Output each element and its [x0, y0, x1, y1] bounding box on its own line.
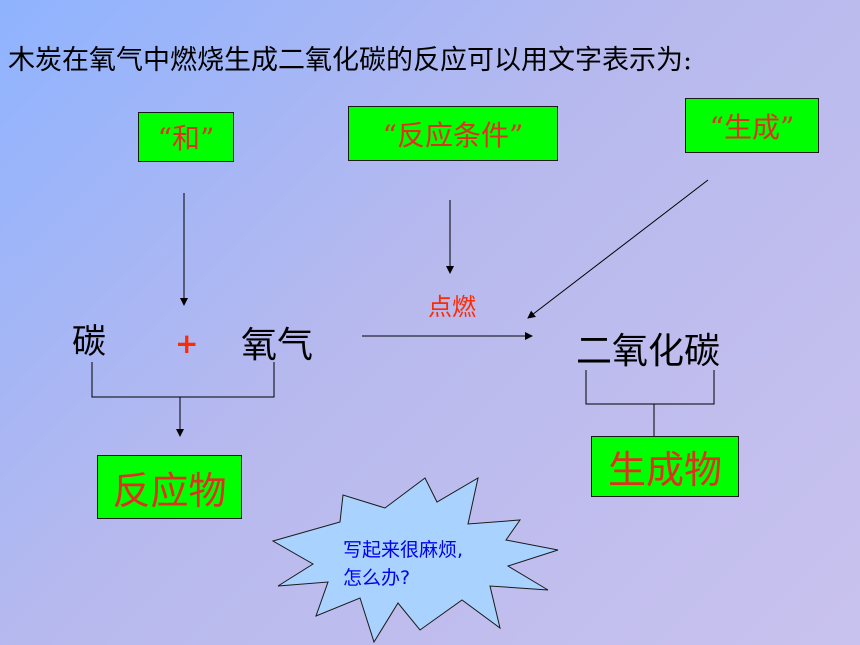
reactants-label-box: 反应物	[97, 455, 242, 519]
reactant-bracket	[91, 362, 275, 398]
oxygen-text: 氧气	[241, 325, 314, 366]
products-label-box: 生成物	[591, 436, 739, 497]
plus-sign: +	[175, 327, 199, 360]
arrow-produce-to-yield	[527, 179, 709, 319]
ignite-condition-text: 点燃	[428, 293, 476, 321]
carbon-text: 碳	[72, 322, 106, 362]
and-label-box: “和”	[138, 112, 234, 162]
callout-line-1: 写起来很麻烦,	[343, 539, 464, 561]
produce-label-box: “生成”	[685, 98, 819, 153]
callout-text: 写起来很麻烦, 怎么办?	[343, 536, 463, 592]
callout-starburst	[271, 476, 559, 644]
callout-line-2: 怎么办?	[343, 567, 411, 589]
slide-title: 木炭在氧气中燃烧生成二氧化碳的反应可以用文字表示为:	[8, 45, 693, 76]
condition-label-box: “反应条件”	[348, 106, 558, 161]
carbon-dioxide-text: 二氧化碳	[576, 331, 721, 372]
product-bracket	[585, 370, 715, 405]
